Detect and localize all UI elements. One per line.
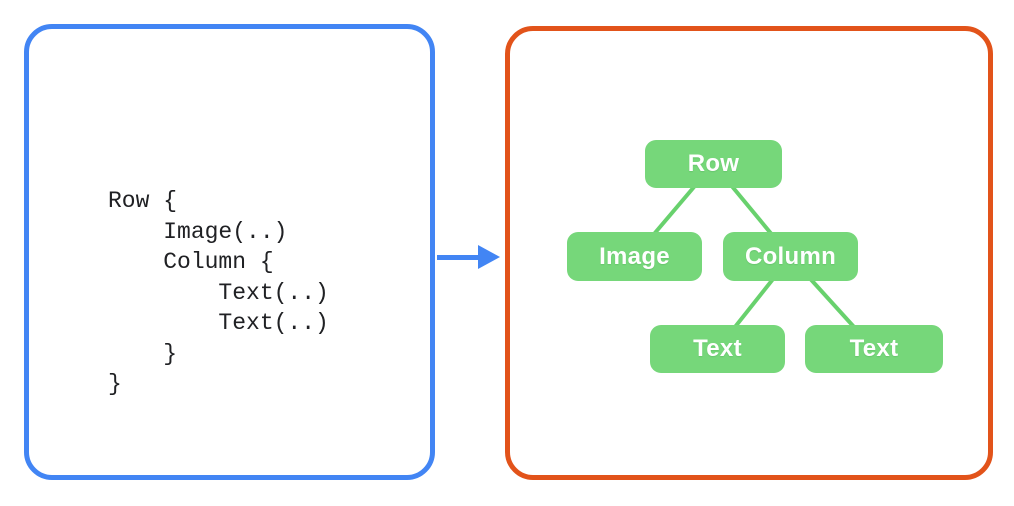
tree-node-column: Column (723, 232, 858, 281)
code-line: } (108, 371, 122, 397)
code-line: Text(..) (108, 279, 329, 306)
code-line: Row { (108, 188, 178, 214)
tree-node-row: Row (645, 140, 782, 188)
arrow-head (478, 245, 500, 269)
tree-panel: Row Image Column Text Text (505, 26, 993, 480)
code-line: } (108, 340, 178, 367)
tree-node-text-1: Text (650, 325, 785, 373)
tree-node-text-2: Text (805, 325, 943, 373)
arrow-shaft (437, 254, 483, 260)
code-line: Column { (108, 249, 274, 275)
code-line: Image(..) (108, 218, 288, 245)
code-panel: Row { Image(..) Column { Text(..) Text(.… (24, 24, 435, 480)
code-line: Text(..) (108, 310, 329, 336)
code-block: Row { Image(..) Column { Text(..) Text(.… (108, 186, 329, 400)
arrow-right-icon (437, 245, 500, 269)
tree-node-image: Image (567, 232, 702, 281)
